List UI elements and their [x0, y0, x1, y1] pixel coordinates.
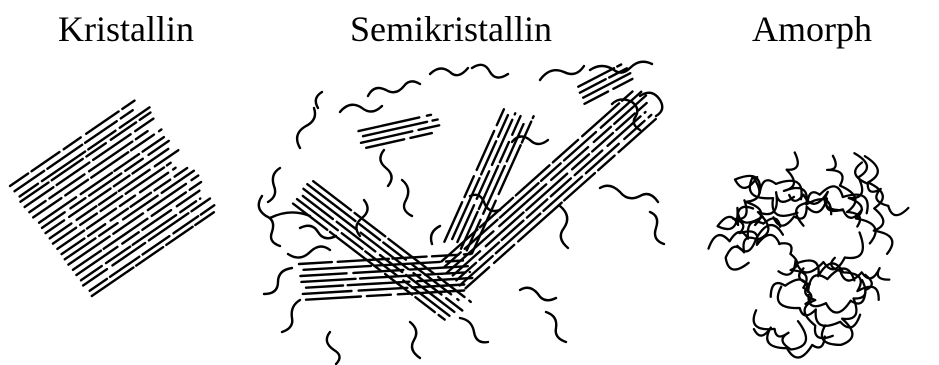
amorphous-structure-drawing: [0, 0, 939, 365]
